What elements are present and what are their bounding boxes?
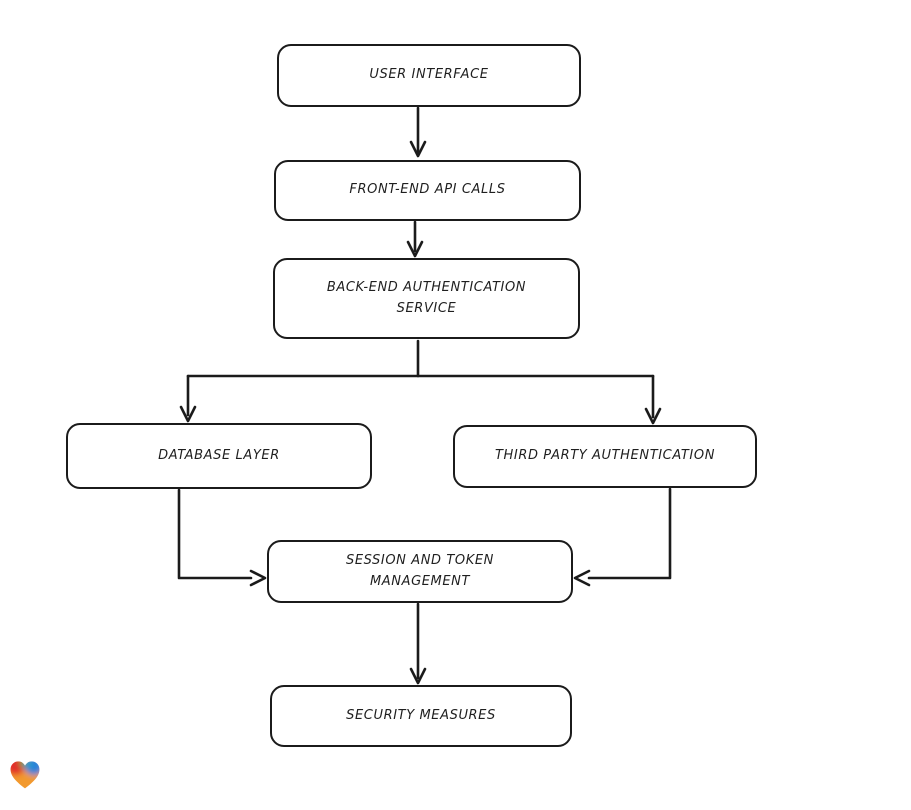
node-front-end-api-calls[interactable]: FRONT-END API CALLS <box>274 160 581 221</box>
edge-back-end-auth-service-branch <box>179 339 662 425</box>
edge-database-layer-to-session-token-management <box>177 488 267 587</box>
node-security-measures[interactable]: SECURITY MEASURES <box>270 685 572 747</box>
node-label: THIRD PARTY AUTHENTICATION <box>494 448 716 464</box>
arrowhead-down-icon <box>409 140 427 158</box>
node-label: FRONT-END API CALLS <box>349 182 506 198</box>
edge-front-end-api-calls-to-back-end-auth-service <box>406 220 424 258</box>
node-label: DATABASE LAYER <box>158 447 280 463</box>
edge-user-interface-to-front-end-api-calls <box>409 106 427 158</box>
edge-session-token-management-to-security-measures <box>409 602 427 685</box>
arrowhead-down-icon <box>409 667 427 685</box>
node-user-interface[interactable]: USER INTERFACE <box>277 44 581 107</box>
edge-third-party-auth-to-session-token-management <box>573 487 672 587</box>
node-database-layer[interactable]: DATABASE LAYER <box>66 423 372 489</box>
arrowhead-down-icon <box>179 405 197 423</box>
node-back-end-auth-service[interactable]: BACK-END AUTHENTICATION SERVICE <box>273 258 580 339</box>
node-label: SECURITY MEASURES <box>346 707 496 723</box>
arrowhead-down-icon <box>644 407 662 425</box>
heart-gradient-logo-icon <box>10 761 40 789</box>
arrowhead-down-icon <box>406 240 424 258</box>
node-label: SESSION AND TOKEN MANAGEMENT <box>345 553 495 589</box>
node-label: USER INTERFACE <box>369 67 489 83</box>
node-third-party-auth[interactable]: THIRD PARTY AUTHENTICATION <box>453 425 757 488</box>
node-label: BACK-END AUTHENTICATION SERVICE <box>326 280 527 316</box>
arrowhead-left-icon <box>573 569 591 587</box>
arrowhead-right-icon <box>249 569 267 587</box>
node-session-token-management[interactable]: SESSION AND TOKEN MANAGEMENT <box>267 540 573 603</box>
